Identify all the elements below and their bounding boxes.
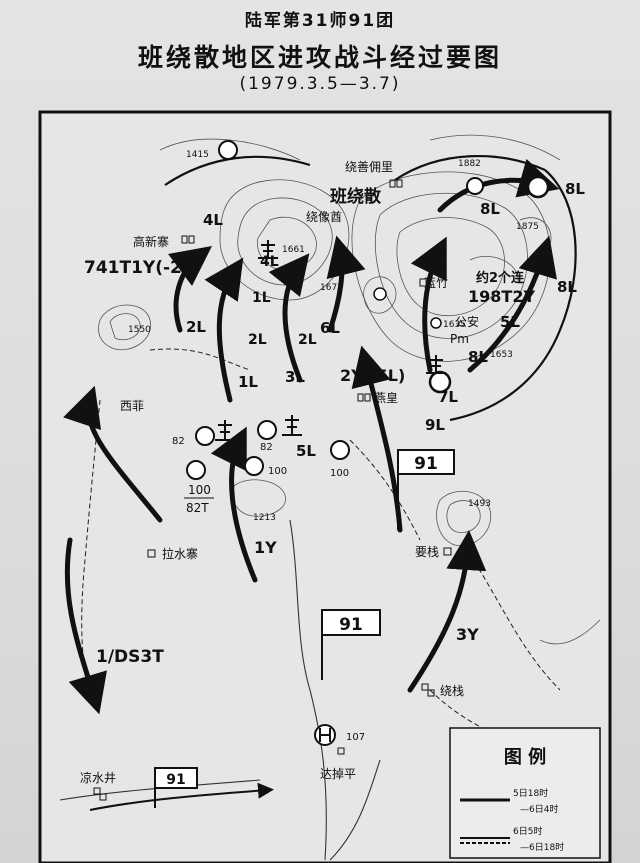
unit-pm: Pm: [450, 332, 469, 346]
unit-frac-num: 100: [188, 483, 211, 497]
arrow-2l-west: [167, 245, 212, 333]
place-liangshuijing: 凉水井: [80, 770, 116, 785]
village-markers: [93, 179, 452, 801]
elev-1653: 1653: [490, 350, 513, 360]
unit-2l-b: 2L: [298, 332, 317, 348]
arrow-1y: [210, 426, 258, 583]
arrow-2l: [268, 253, 310, 383]
elev-1493: 1493: [468, 499, 491, 509]
unit-labels: 741T1Y(-2L) 198T2Y 约2个连 2Y(-5L) 1Y 3Y 1/…: [84, 180, 585, 667]
arrow-8l-east: [467, 235, 557, 373]
elevation-labels: 1415 1661 1672 1550 1213 1493 1635 1653 …: [128, 150, 539, 743]
phase-lines: [164, 154, 577, 422]
place-yaozhan: 要栈: [415, 544, 439, 559]
unit-frac-den: 82T: [186, 501, 209, 515]
flag-left: 91: [154, 767, 198, 808]
artillery-symbols: [215, 240, 446, 441]
place-raoxiangyin: 绕像酋: [306, 209, 342, 224]
elev-1882: 1882: [458, 159, 481, 169]
unit-8l-c: 8L: [557, 278, 577, 296]
place-lanzhu: 蓝竹: [424, 276, 448, 290]
legend-row2-top: 6日5时: [513, 825, 542, 837]
unit-741: 741T1Y(-2L): [84, 258, 200, 278]
place-bansan: 班绕散: [330, 186, 382, 207]
unit-8l-b: 8L: [480, 200, 500, 218]
elev-1875: 1875: [516, 222, 539, 232]
hq-symbol: [314, 724, 336, 746]
unit-198: 198T2Y: [468, 287, 535, 306]
elev-1415: 1415: [186, 150, 209, 160]
unit-8l-a: 8L: [565, 180, 585, 198]
unit-1y: 1Y: [254, 538, 277, 557]
place-yanhuang: 燕皇: [374, 391, 398, 405]
unit-5l: 5L: [296, 442, 316, 460]
unit-heading: 陆军第31师91团: [244, 11, 396, 31]
arrow-3l: [204, 257, 244, 403]
elev-1550: 1550: [128, 325, 151, 335]
flag-center-label: 91: [414, 454, 438, 474]
elev-1213: 1213: [253, 513, 276, 523]
unit-1l-b: 1L: [252, 290, 271, 306]
legend-row1-bottom: —6日4时: [520, 803, 558, 815]
place-gaoxinzhai: 高新寨: [133, 234, 169, 249]
flag-center: 91: [397, 449, 455, 530]
legend-row2-bottom: —6日18时: [520, 841, 564, 853]
elev-100b: 100: [330, 468, 349, 479]
attack-arrows: [63, 158, 560, 715]
flag-bottom-label: 91: [339, 615, 363, 635]
unit-2l: 2L: [186, 318, 206, 336]
unit-1l: 1L: [238, 373, 258, 391]
unit-4l: 4L: [203, 211, 223, 229]
arrow-ds3t: [64, 537, 107, 715]
unit-4l-b: 4L: [260, 254, 279, 270]
unit-yue2: 约2个连: [476, 270, 525, 286]
enemy-positions: [186, 140, 550, 480]
elev-1661: 1661: [282, 245, 305, 255]
unit-2y: 2Y(-5L): [340, 366, 405, 385]
elev-107: 107: [346, 732, 365, 743]
place-gongan: 公安: [455, 314, 479, 329]
arrow-3y: [407, 530, 487, 693]
place-raoshanweiqu: 绕善佣里: [345, 159, 393, 174]
place-names: 高新寨 西菲 拉水寨 要栈 绕栈 达掉平 凉水井 班绕散 绕善佣里 绕像酋 蓝竹…: [80, 159, 479, 785]
legend: 图 例 5日18时 —6日4时 6日5时 —6日18时: [449, 727, 601, 859]
unit-5l-b: 5L: [500, 313, 520, 331]
arrow-8l-west: [410, 236, 447, 373]
arrow-6l: [326, 235, 366, 333]
unit-7l: 7L: [438, 388, 458, 406]
map-title: 班绕散地区进攻战斗经过要图: [137, 43, 502, 72]
place-dazhaoping: 达掉平: [320, 767, 356, 781]
flag-bottom: 91: [321, 609, 381, 680]
unit-ds3t: 1/DS3T: [96, 647, 164, 667]
unit-3l: 3L: [285, 368, 305, 386]
elev-1672: 1672: [320, 283, 343, 293]
legend-title: 图 例: [504, 746, 546, 768]
elev-100a: 100: [268, 466, 287, 477]
elev-82b: 82: [260, 442, 273, 453]
unit-2l-c: 2L: [248, 332, 267, 348]
elev-1635: 1635: [443, 320, 466, 330]
place-raozhan: 绕栈: [440, 683, 464, 698]
unit-6l: 6L: [320, 319, 340, 337]
arrow-xifei: [63, 385, 163, 523]
unit-8l-d: 8L: [468, 348, 488, 366]
place-xifei: 西菲: [120, 399, 144, 413]
date-range: (1979.3.5—3.7): [239, 74, 401, 94]
unit-9l: 9L: [425, 416, 445, 434]
unit-3y: 3Y: [456, 625, 479, 644]
arrow-bottom: [89, 782, 274, 811]
flag-left-label: 91: [166, 772, 185, 788]
place-lashuizhai: 拉水寨: [162, 546, 198, 561]
legend-row1-top: 5日18时: [513, 787, 548, 799]
elev-82a: 82: [172, 436, 185, 447]
